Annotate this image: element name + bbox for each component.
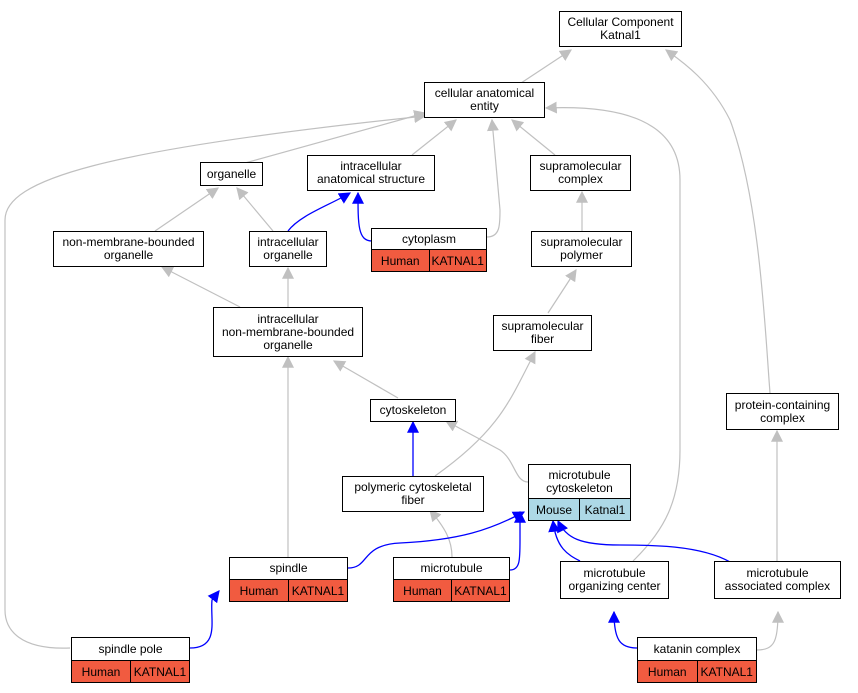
node-label: organelle	[206, 166, 257, 181]
edge-io-ias	[287, 192, 352, 232]
edge-pcf-smf	[434, 350, 536, 477]
species-cell: Human	[372, 250, 429, 271]
node-label: intracellular non-membrane-bounded organ…	[221, 311, 355, 352]
node-polymeric-cytoskeletal-fiber[interactable]: polymeric cytoskeletal fiber	[342, 476, 484, 512]
gene-cell: KATNAL1	[451, 580, 509, 601]
node-cellular-anatomical-entity[interactable]: cellular anatomical entity	[424, 82, 545, 118]
node-cytoskeleton[interactable]: cytoskeleton	[370, 399, 456, 422]
node-label: microtubule cytoskeleton	[546, 467, 613, 495]
species-cell: Human	[638, 661, 697, 682]
edge-ias-cae	[411, 119, 457, 156]
edge-org-cae	[244, 110, 427, 164]
node-spindle[interactable]: spindle Human KATNAL1	[229, 557, 348, 602]
edge-csk-inmbo	[332, 360, 399, 399]
edge-mt-pcf	[429, 509, 453, 558]
node-label: supramolecular polymer	[540, 235, 623, 262]
gene-cell: Katnal1	[579, 499, 630, 520]
node-label: Cellular Component Katnal1	[567, 15, 674, 42]
edge-nmbo-org	[154, 187, 219, 232]
node-spindle-pole[interactable]: spindle pole Human KATNAL1	[71, 637, 190, 683]
edge-smc-cae	[511, 119, 556, 156]
edge-cae-root	[517, 49, 573, 86]
node-label: microtubule	[420, 561, 483, 575]
annotation-row: Human KATNAL1	[394, 579, 509, 601]
edge-io-org	[236, 187, 274, 232]
edge-spindle-mtc	[347, 511, 526, 569]
annotation-row: Mouse Katnal1	[529, 498, 630, 520]
edge-sp-spindle	[189, 590, 220, 649]
node-label: katanin complex	[653, 641, 741, 656]
gene-cell: KATNAL1	[130, 661, 189, 682]
edge-mac-mtc	[557, 519, 731, 563]
edge-mtc-csk	[444, 420, 529, 483]
node-cellular-component[interactable]: Cellular Component Katnal1	[559, 11, 682, 47]
edge-inmbo-nmbo	[160, 266, 241, 308]
edge-smf-smp	[547, 268, 577, 314]
node-microtubule-associated-complex[interactable]: microtubule associated complex	[714, 561, 841, 599]
annotation-row: Human KATNAL1	[72, 660, 189, 682]
node-label: intracellular organelle	[257, 235, 319, 262]
node-label: microtubule associated complex	[724, 566, 831, 593]
node-label: spindle	[269, 561, 308, 575]
node-supramolecular-polymer[interactable]: supramolecular polymer	[531, 231, 632, 267]
node-katanin-complex[interactable]: katanin complex Human KATNAL1	[637, 637, 757, 683]
node-non-membrane-bounded-organelle[interactable]: non-membrane-bounded organelle	[53, 231, 204, 267]
edge-cyto-cae	[486, 118, 501, 238]
species-cell: Human	[230, 580, 288, 601]
annotation-row: Human KATNAL1	[638, 660, 756, 682]
node-cytoplasm[interactable]: cytoplasm Human KATNAL1	[371, 228, 487, 272]
annotation-row: Human KATNAL1	[372, 249, 486, 271]
node-label: polymeric cytoskeletal fiber	[354, 480, 472, 507]
edge-sp-cae	[4, 111, 427, 649]
node-label: cellular anatomical entity	[434, 86, 535, 113]
edge-mtoc-mtc	[548, 519, 581, 562]
species-cell: Mouse	[529, 499, 579, 520]
node-intracellular-organelle[interactable]: intracellular organelle	[249, 231, 327, 267]
node-supramolecular-complex[interactable]: supramolecular complex	[530, 155, 631, 191]
node-label: supramolecular fiber	[501, 319, 584, 346]
node-label: supramolecular complex	[539, 159, 622, 186]
gene-cell: KATNAL1	[696, 661, 756, 682]
node-label: non-membrane-bounded organelle	[62, 235, 195, 262]
species-cell: Human	[394, 580, 451, 601]
node-label: microtubule organizing center	[568, 566, 661, 593]
node-intracellular-anatomical-structure[interactable]: intracellular anatomical structure	[307, 155, 435, 191]
annotation-row: Human KATNAL1	[230, 579, 347, 601]
gene-cell: KATNAL1	[288, 580, 347, 601]
node-microtubule-organizing-center[interactable]: microtubule organizing center	[560, 561, 669, 599]
node-label: cytoplasm	[401, 231, 457, 246]
edge-kc-mtoc	[608, 610, 638, 649]
edge-mtoc-cae	[544, 101, 681, 562]
node-microtubule-cytoskeleton[interactable]: microtubule cytoskeleton Mouse Katnal1	[528, 464, 631, 521]
node-label: protein-containing complex	[734, 397, 831, 425]
edge-pcc-root	[665, 49, 771, 394]
node-intracellular-nmb-organelle[interactable]: intracellular non-membrane-bounded organ…	[213, 307, 363, 357]
node-supramolecular-fiber[interactable]: supramolecular fiber	[493, 315, 592, 351]
node-label: cytoskeleton	[379, 403, 447, 417]
edge-mt-mtc	[509, 510, 526, 571]
gene-cell: KATNAL1	[428, 250, 486, 271]
node-label: intracellular anatomical structure	[316, 159, 426, 186]
node-organelle[interactable]: organelle	[200, 162, 263, 186]
species-cell: Human	[72, 661, 130, 682]
node-label: spindle pole	[98, 641, 163, 656]
edge-kc-mac	[756, 610, 784, 651]
node-protein-containing-complex[interactable]: protein-containing complex	[726, 393, 839, 430]
node-microtubule[interactable]: microtubule Human KATNAL1	[393, 557, 510, 602]
edge-cyto-ias	[352, 191, 373, 242]
